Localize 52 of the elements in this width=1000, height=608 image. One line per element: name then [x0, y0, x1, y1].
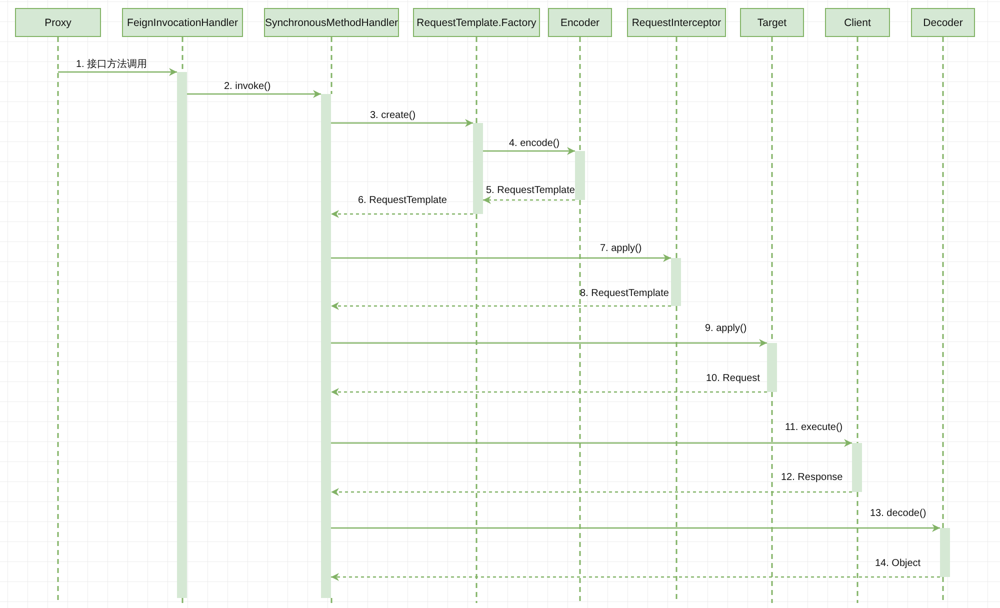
activation-bar [940, 528, 950, 577]
message-label: 7. apply() [600, 243, 642, 255]
lifeline [676, 37, 678, 258]
return-arrow [331, 210, 473, 218]
activation-bar [473, 123, 483, 214]
participant-box: RequestInterceptor [627, 8, 726, 37]
message-label: 8. RequestTemplate [580, 288, 669, 300]
return-arrow [331, 488, 852, 496]
activation-bar [767, 343, 777, 392]
lifeline [942, 37, 944, 528]
activation-bar [852, 443, 862, 492]
message-label: 5. RequestTemplate [486, 185, 575, 197]
message-label: 1. 接口方法调用 [76, 59, 148, 71]
lifeline [182, 37, 184, 72]
message-arrow [331, 339, 767, 347]
participant-box: RequestTemplate.Factory [413, 8, 540, 37]
message-arrow [331, 524, 940, 532]
message-label: 12. Response [781, 472, 843, 484]
lifeline [476, 37, 478, 123]
return-arrow [483, 196, 575, 204]
message-arrow [58, 68, 177, 76]
activation-bar [575, 151, 585, 200]
message-arrow [331, 254, 671, 262]
lifeline [330, 37, 332, 94]
message-label: 6. RequestTemplate [358, 195, 447, 207]
lifeline [579, 37, 581, 151]
message-label: 4. encode() [509, 138, 560, 150]
activation-bar [321, 94, 331, 598]
message-arrow [331, 119, 473, 127]
activation-bar [671, 258, 681, 306]
message-label: 3. create() [370, 110, 416, 122]
participant-box: SynchronousMethodHandler [264, 8, 399, 37]
message-label: 9. apply() [705, 323, 747, 335]
return-arrow [331, 388, 767, 396]
participant-box: Target [740, 8, 804, 37]
message-label: 14. Object [875, 558, 921, 570]
participant-box: Encoder [548, 8, 612, 37]
message-label: 10. Request [706, 373, 760, 385]
participant-box: FeignInvocationHandler [122, 8, 243, 37]
participant-box: Proxy [15, 8, 101, 37]
return-arrow [331, 573, 940, 581]
message-arrow [483, 147, 575, 155]
participant-box: Decoder [911, 8, 975, 37]
message-arrow [331, 439, 852, 447]
activation-bar [177, 72, 187, 598]
participant-box: Client [825, 8, 890, 37]
message-label: 11. execute() [785, 422, 843, 434]
message-label: 2. invoke() [224, 81, 271, 93]
message-arrow [187, 90, 321, 98]
message-label: 13. decode() [870, 508, 926, 520]
return-arrow [331, 302, 671, 310]
lifeline [856, 37, 858, 443]
